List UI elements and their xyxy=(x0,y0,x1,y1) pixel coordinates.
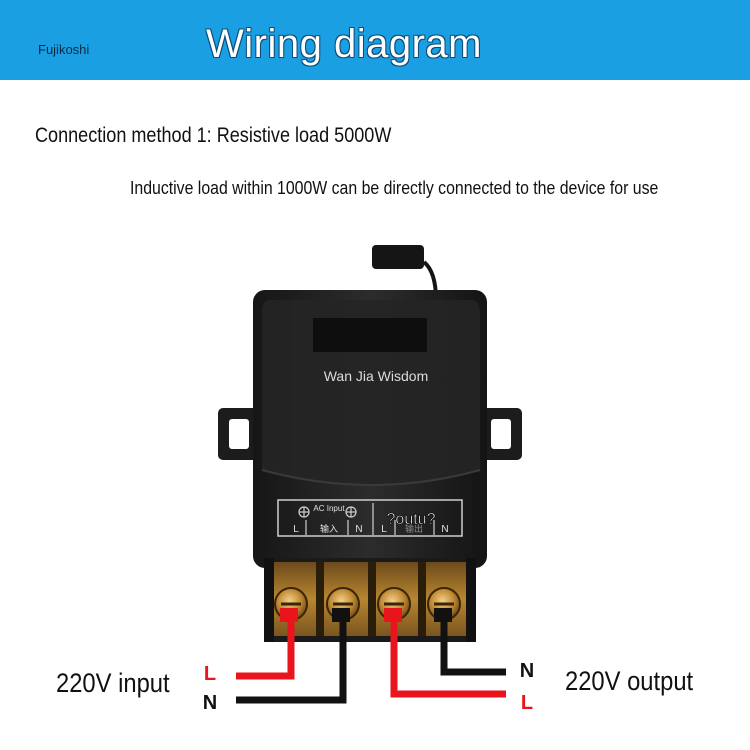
wire-input-live xyxy=(236,620,295,680)
panel-term-out-l: L xyxy=(381,524,387,535)
output-live-label: L xyxy=(521,692,533,714)
terminal-block xyxy=(264,558,476,642)
wire-input-neutral xyxy=(236,620,347,704)
brand-name: Fujikoshi xyxy=(38,42,90,57)
input-live-label: L xyxy=(204,663,216,685)
page-title: Wiring diagram xyxy=(206,22,482,66)
output-cn-label: 输出 xyxy=(405,523,423,534)
input-cn-label: 输入 xyxy=(320,523,338,534)
wires xyxy=(236,608,506,704)
relay-device: Wan Jia Wisdom AC Input 输入 输出 L N L N ?o… xyxy=(253,290,487,568)
watermark-text: Wan Jia Wisdom xyxy=(324,368,429,384)
header-banner xyxy=(0,0,750,80)
mounting-ears xyxy=(218,408,522,460)
input-neutral-label: N xyxy=(203,692,217,714)
connection-method: Connection method 1: Resistive load 5000… xyxy=(35,124,392,147)
panel-term-in-n: N xyxy=(355,524,362,535)
ac-input-label: AC Input xyxy=(313,504,345,513)
wire-output-neutral xyxy=(440,620,506,676)
wire-output-live xyxy=(390,620,506,698)
input-voltage-label: 220V input xyxy=(56,668,170,698)
output-voltage-label: 220V output xyxy=(565,666,694,696)
output-neutral-label: N xyxy=(520,660,534,682)
inductive-load-note: Inductive load within 1000W can be direc… xyxy=(130,178,659,198)
panel-term-in-l: L xyxy=(293,524,299,535)
overlay-text: ?outu? xyxy=(387,511,436,528)
panel-term-out-n: N xyxy=(441,524,448,535)
device-window xyxy=(313,318,427,352)
terminal-panel xyxy=(277,499,463,537)
